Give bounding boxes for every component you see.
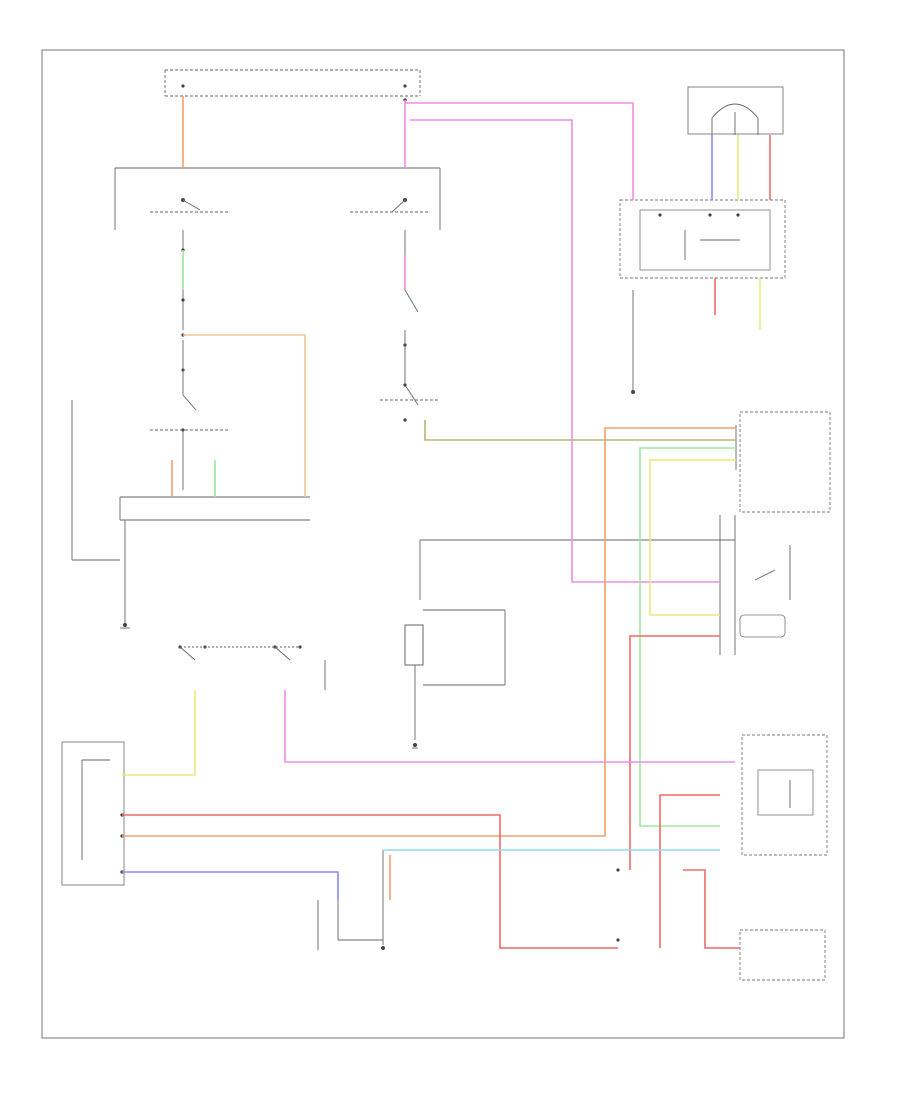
lower-left-module bbox=[61, 741, 125, 886]
fuse-panel bbox=[164, 69, 421, 102]
red-wire bbox=[122, 814, 618, 949]
red-wire bbox=[629, 635, 720, 870]
ignition-switch bbox=[114, 167, 441, 230]
center-motor bbox=[404, 609, 506, 749]
brake-switch bbox=[419, 515, 791, 655]
olive-wire bbox=[424, 420, 736, 441]
yellow-wire bbox=[122, 690, 196, 776]
lower-center-switch bbox=[317, 850, 385, 950]
pink-wire bbox=[284, 690, 735, 763]
red-wire bbox=[683, 869, 740, 949]
orange-wire bbox=[122, 427, 736, 837]
blue-wire bbox=[122, 871, 339, 900]
wires bbox=[122, 96, 771, 949]
pink-wire bbox=[410, 119, 720, 583]
lower-right-modules bbox=[616, 734, 828, 981]
left-branch bbox=[71, 230, 310, 629]
center-branch bbox=[380, 230, 440, 422]
diagram-frame bbox=[41, 49, 845, 1039]
pink-wire bbox=[405, 102, 634, 200]
peach-wire bbox=[183, 334, 306, 497]
upper-right-module bbox=[619, 86, 786, 394]
light_green-wire bbox=[639, 447, 736, 827]
red-wire bbox=[659, 794, 720, 948]
yellow-wire bbox=[649, 459, 736, 616]
powertrain-module bbox=[735, 411, 831, 513]
mid-left-switches bbox=[178, 645, 326, 690]
